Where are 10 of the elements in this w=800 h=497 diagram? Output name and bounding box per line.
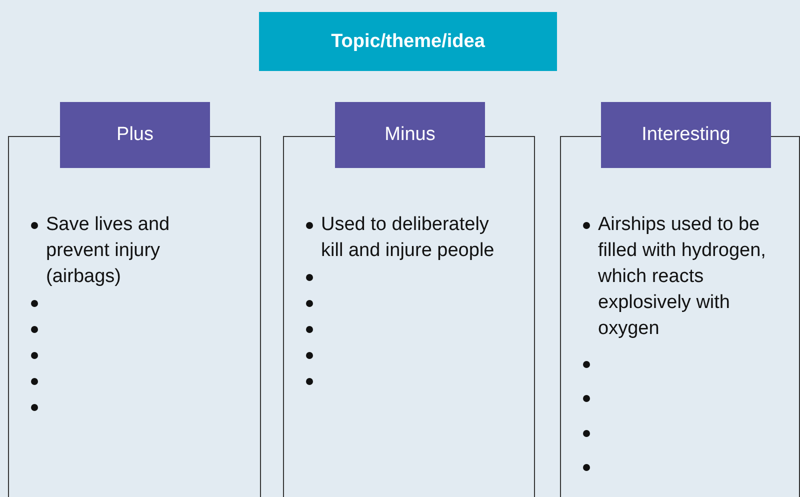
topic-box: Topic/theme/idea	[259, 12, 557, 71]
column-panel	[8, 102, 261, 497]
column-panel	[560, 102, 800, 497]
bullet-text: Airships used to be filled with hydrogen, which reacts explosively with oxygen	[598, 213, 767, 341]
bullet-text: Save lives and prevent injury (airbags)	[46, 213, 171, 289]
column-heading: Minus	[335, 102, 485, 168]
column-heading: Interesting	[601, 102, 771, 168]
column-heading: Plus	[60, 102, 210, 168]
bullet-text: Used to deliberately kill and injure people	[321, 213, 496, 263]
column-panel	[283, 102, 535, 497]
